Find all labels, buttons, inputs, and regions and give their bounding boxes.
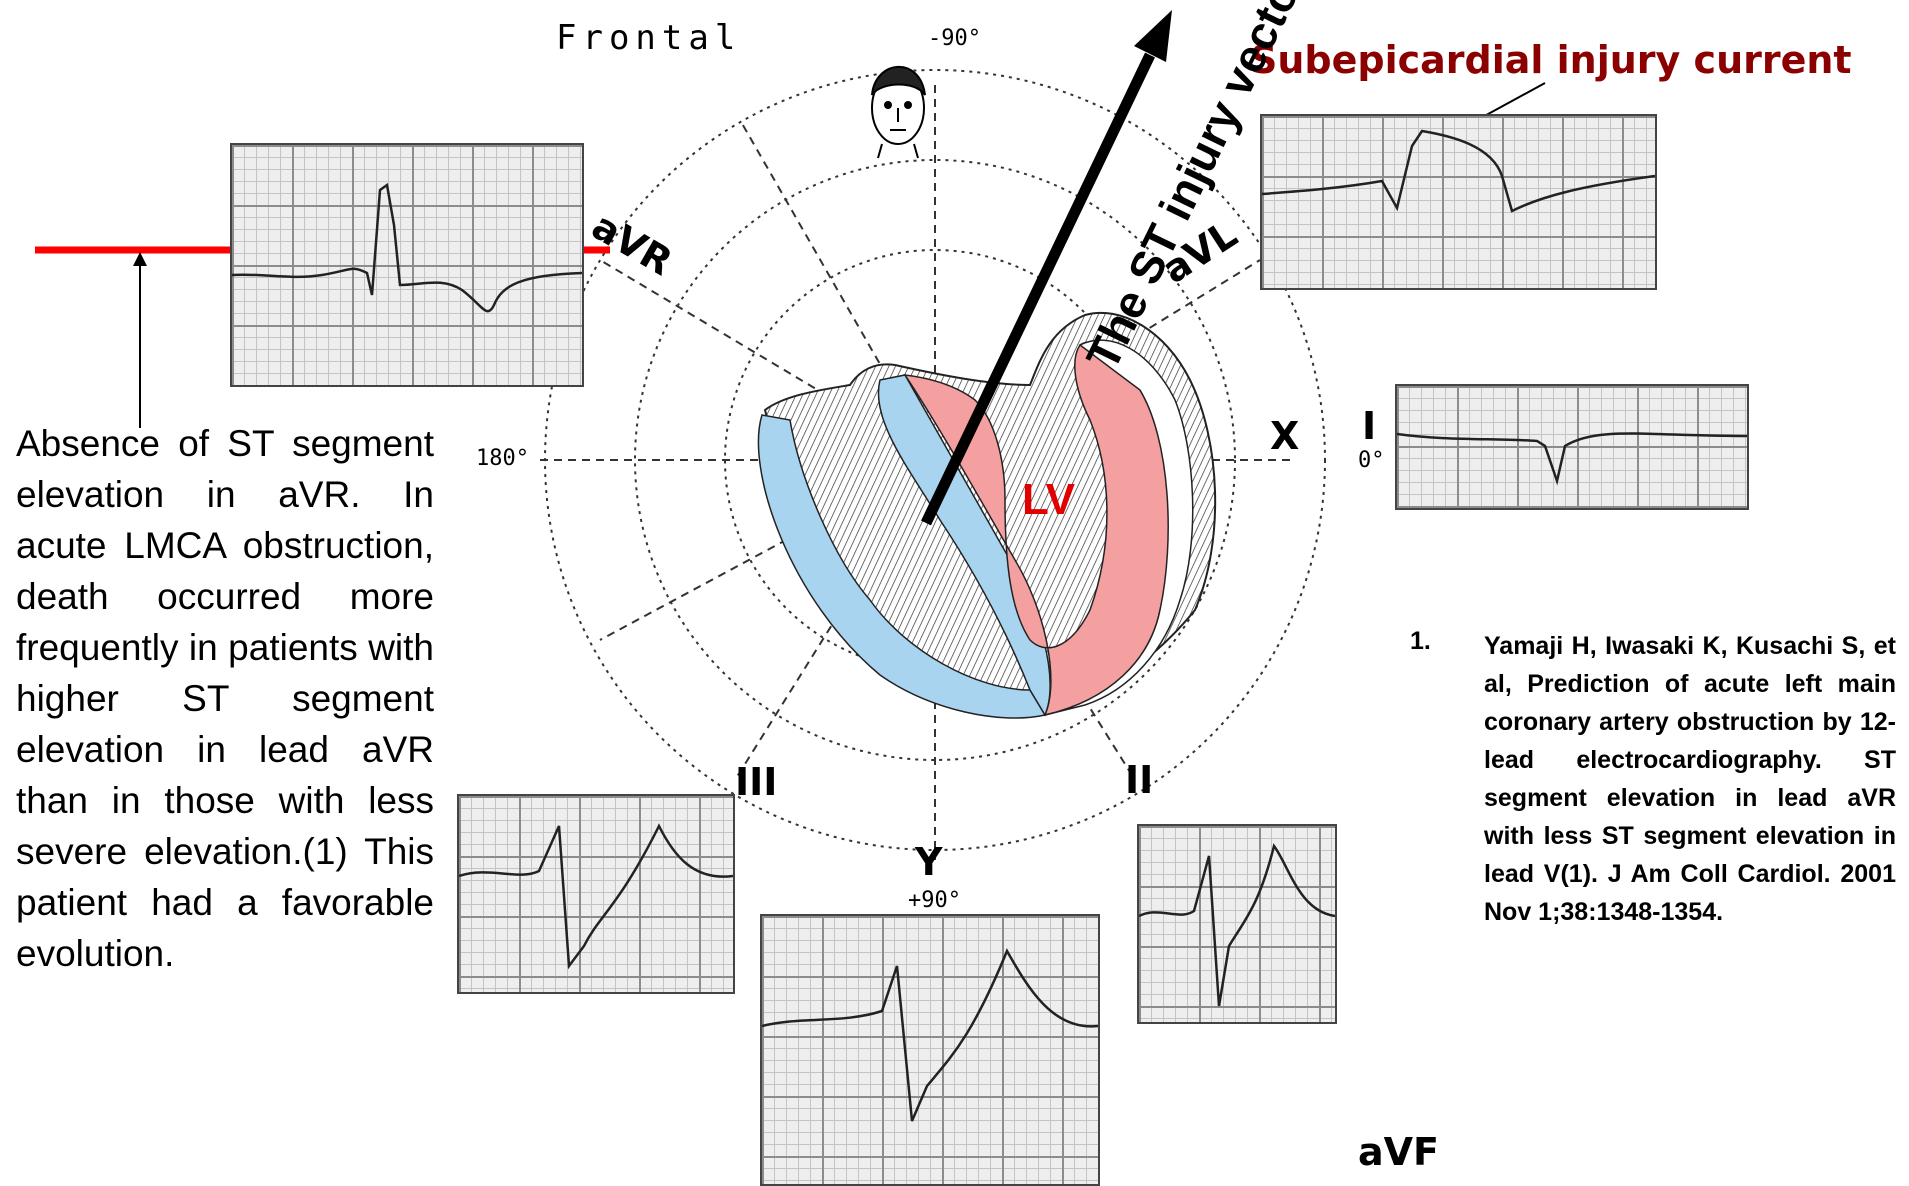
axis-label-y: Y (915, 840, 943, 884)
lead-label-i: I (1362, 404, 1377, 448)
lead-label-avf: aVF (1358, 1130, 1440, 1174)
degree-bottom: +90° (908, 888, 961, 913)
lv-label: LV (1022, 475, 1075, 524)
lead-label-iii: III (735, 760, 778, 804)
ecg-strip-avr (230, 143, 584, 387)
heart-cross-section (757, 311, 1217, 719)
lead-label-ii: II (1125, 758, 1154, 802)
middle-circle (634, 159, 1236, 761)
injury-vector-arrow (921, 52, 1155, 526)
ecg-strip-ii (1137, 824, 1337, 1024)
ecg-strip-i (1395, 384, 1749, 510)
degree-top: -90° (928, 26, 981, 51)
ecg-strip-avf (760, 914, 1100, 1186)
diagram-title: Frontal (556, 18, 742, 58)
reference-number: 1. (1410, 627, 1431, 655)
annotation-label: Subepicardial injury current (1250, 38, 1852, 82)
reference-citation: Yamaji H, Iwasaki K, Kusachi S, et al, P… (1484, 632, 1896, 926)
ecg-strip-iii (457, 794, 735, 994)
degree-right: 0° (1358, 448, 1385, 473)
axis-label-x: X (1270, 414, 1300, 458)
explanation-text: Absence of ST segment elevation in aVR. … (16, 423, 434, 974)
ecg-strip-avl (1260, 114, 1657, 290)
degree-left: 180° (476, 446, 529, 471)
head-icon (871, 65, 926, 159)
